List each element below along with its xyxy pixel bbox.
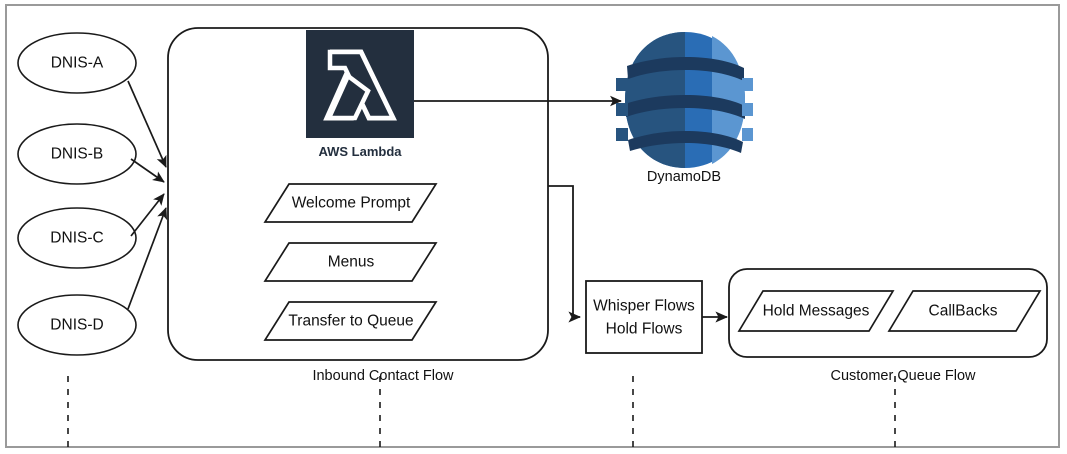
welcome-prompt-shape[interactable] [263, 183, 438, 223]
dynamodb-icon[interactable] [616, 32, 753, 168]
dnis-a-ellipse[interactable] [17, 32, 137, 94]
diagram-outer-border [5, 4, 1060, 448]
aws-lambda-icon[interactable] [306, 30, 414, 138]
callbacks-shape[interactable] [887, 290, 1042, 332]
hold-messages-shape[interactable] [737, 290, 895, 332]
arrow-dnis-a-to-inbound [127, 80, 167, 168]
transfer-to-queue-shape[interactable] [263, 301, 438, 341]
arrow-dnis-c-to-inbound [130, 193, 165, 237]
dnis-b-ellipse[interactable] [17, 123, 137, 185]
dnis-d-ellipse[interactable] [17, 294, 137, 356]
arrow-inbound-to-whisper [548, 185, 582, 323]
dnis-c-ellipse[interactable] [17, 207, 137, 269]
whisper-hold-flows-box[interactable] [585, 280, 703, 354]
arrow-dnis-d-to-inbound [127, 207, 168, 310]
menus-shape[interactable] [263, 242, 438, 282]
arrow-dnis-b-to-inbound [130, 158, 165, 183]
